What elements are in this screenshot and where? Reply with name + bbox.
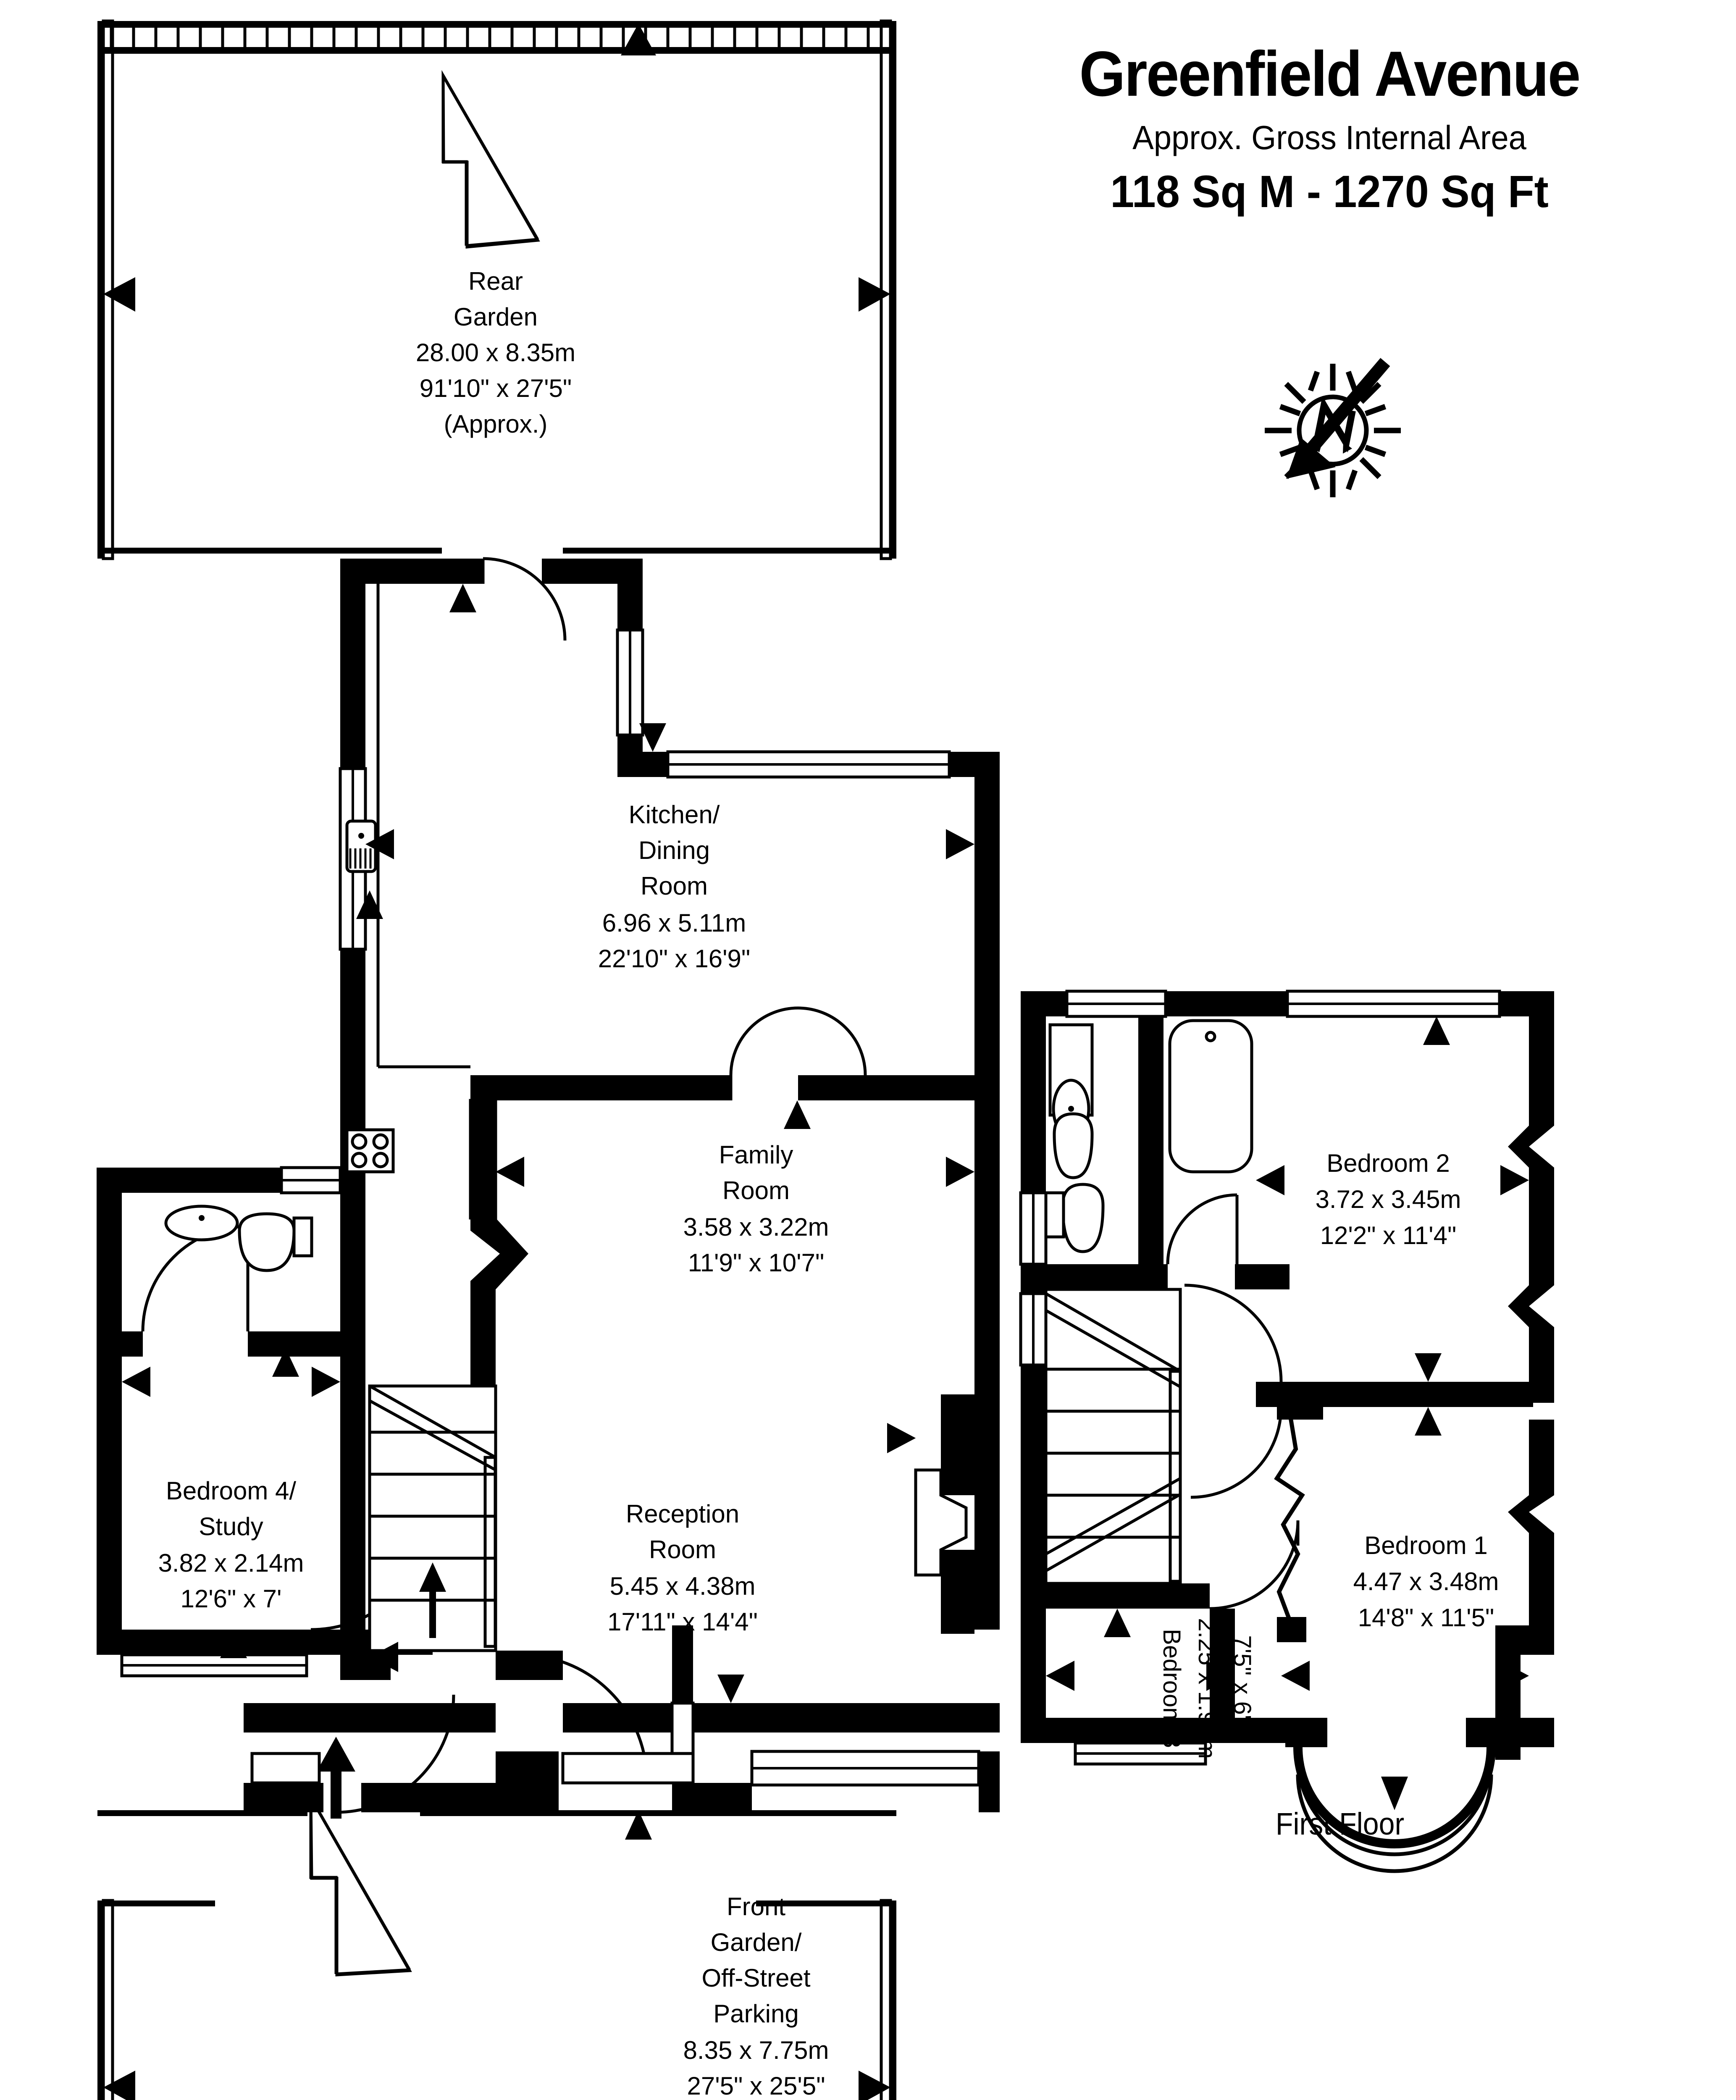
family-metric: 3.58 x 3.22m bbox=[683, 1213, 829, 1241]
bedroom4-name-2: Study bbox=[199, 1512, 263, 1541]
bedroom3-name: Bedroom 3 bbox=[1158, 1629, 1185, 1748]
bedroom2-name: Bedroom 2 bbox=[1326, 1149, 1450, 1177]
front-garden-name-3: Off-Street bbox=[702, 1964, 811, 1992]
bedroom2-metric: 3.72 x 3.45m bbox=[1316, 1185, 1461, 1213]
bedroom-2-label: Bedroom 2 3.72 x 3.45m 12'2" x 11'4" bbox=[1316, 1149, 1461, 1250]
family-name-2: Room bbox=[722, 1176, 790, 1205]
ground-floor-staircase bbox=[368, 1384, 497, 1652]
front-garden-label: Front Garden/ Off-Street Parking 8.35 x … bbox=[683, 1893, 829, 2100]
reception-imperial: 17'11" x 14'4" bbox=[607, 1608, 758, 1636]
kitchen-dining-room-label: Kitchen/ Dining Room 6.96 x 5.11m 22'10"… bbox=[598, 801, 750, 973]
bedroom1-imperial: 14'8" x 11'5" bbox=[1358, 1604, 1494, 1632]
compass-direction-arrow bbox=[1286, 358, 1390, 479]
reception-metric: 5.45 x 4.38m bbox=[610, 1572, 756, 1600]
ground-floor-dimension-arrows bbox=[122, 584, 974, 1703]
front-garden-boundary bbox=[97, 1792, 896, 2100]
rear-garden-dimension-arrows bbox=[103, 24, 890, 312]
rear-garden-imperial: 91'10" x 27'5" bbox=[420, 374, 572, 402]
bedroom2-imperial: 12'2" x 11'4" bbox=[1320, 1221, 1457, 1250]
area-subtitle: Approx. Gross Internal Area bbox=[1132, 119, 1526, 156]
first-floor-plan: Bedroom 2 3.72 x 3.45m 12'2" x 11'4" Bed… bbox=[1019, 990, 1554, 1873]
ground-floor-walls bbox=[97, 557, 1000, 1819]
bedroom-4-study-label: Bedroom 4/ Study 3.82 x 2.14m 12'6" x 7' bbox=[158, 1477, 304, 1613]
front-garden-dimension-arrows bbox=[103, 1810, 890, 2100]
kitchen-sink-icon bbox=[345, 819, 377, 873]
rear-garden-metric: 28.00 x 8.35m bbox=[416, 339, 575, 367]
kitchen-hob-icon bbox=[345, 1128, 395, 1173]
reception-room-label: Reception Room 5.45 x 4.38m 17'11" x 14'… bbox=[607, 1500, 758, 1636]
compass-rose bbox=[1265, 358, 1401, 497]
first-floor-walls bbox=[1019, 990, 1554, 1873]
kitchen-name-3: Room bbox=[641, 872, 708, 900]
kitchen-metric: 6.96 x 5.11m bbox=[602, 909, 746, 937]
plan-header: Greenfield Avenue Approx. Gross Internal… bbox=[953, 42, 1705, 214]
bedroom3-imperial: 7'5" x 6'5" bbox=[1229, 1635, 1256, 1742]
front-garden-name-1: Front bbox=[727, 1893, 785, 1921]
bedroom-1-label: Bedroom 1 4.47 x 3.48m 14'8" x 11'5" bbox=[1353, 1531, 1499, 1632]
gross-internal-area: 118 Sq M - 1270 Sq Ft bbox=[1110, 166, 1549, 217]
rear-garden-name-2: Garden bbox=[454, 303, 538, 331]
bedroom1-metric: 4.47 x 3.48m bbox=[1353, 1567, 1499, 1596]
kitchen-imperial: 22'10" x 16'9" bbox=[598, 945, 750, 973]
reception-name-1: Reception bbox=[626, 1500, 739, 1528]
ground-floor-plan: Rear Garden 28.00 x 8.35m 91'10" x 27'5"… bbox=[97, 19, 1000, 2100]
rear-garden-boundary bbox=[97, 19, 896, 560]
kitchen-name-1: Kitchen/ bbox=[629, 801, 720, 829]
bedroom4-name-1: Bedroom 4/ bbox=[166, 1477, 296, 1505]
bedroom4-imperial: 12'6" x 7' bbox=[180, 1585, 281, 1613]
rear-garden-note: (Approx.) bbox=[444, 410, 548, 438]
front-garden-metric: 8.35 x 7.75m bbox=[683, 2036, 829, 2064]
family-name-1: Family bbox=[719, 1141, 793, 1169]
bedroom4-metric: 3.82 x 2.14m bbox=[158, 1549, 304, 1577]
bedroom1-name: Bedroom 1 bbox=[1364, 1531, 1488, 1559]
rear-garden-name-1: Rear bbox=[468, 267, 523, 295]
family-imperial: 11'9" x 10'7" bbox=[688, 1249, 825, 1277]
front-garden-imperial: 27'5" x 25'5" bbox=[687, 2072, 825, 2100]
bedroom3-metric: 2.25 x 1.95m bbox=[1193, 1618, 1221, 1759]
front-garden-name-4: Parking bbox=[713, 2000, 798, 2028]
first-floor-staircase bbox=[1044, 1288, 1182, 1585]
rear-garden-label: Rear Garden 28.00 x 8.35m 91'10" x 27'5"… bbox=[416, 267, 575, 438]
kitchen-name-2: Dining bbox=[638, 836, 710, 864]
wc-fittings bbox=[164, 1205, 313, 1272]
first-floor-dimension-arrows bbox=[1046, 1016, 1529, 1810]
reception-name-2: Room bbox=[649, 1536, 716, 1564]
bedroom-3-label: Bedroom 3 2.25 x 1.95m 7'5" x 6'5" bbox=[1158, 1618, 1256, 1759]
first-floor-caption: First Floor bbox=[1275, 1806, 1405, 1841]
page-title: Greenfield Avenue bbox=[1079, 38, 1581, 110]
family-room-label: Family Room 3.58 x 3.22m 11'9" x 10'7" bbox=[683, 1141, 829, 1277]
bedroom-1-bay-window bbox=[1285, 1718, 1512, 1873]
bathroom-fittings bbox=[1044, 1019, 1253, 1253]
front-garden-name-2: Garden/ bbox=[711, 1928, 802, 1956]
